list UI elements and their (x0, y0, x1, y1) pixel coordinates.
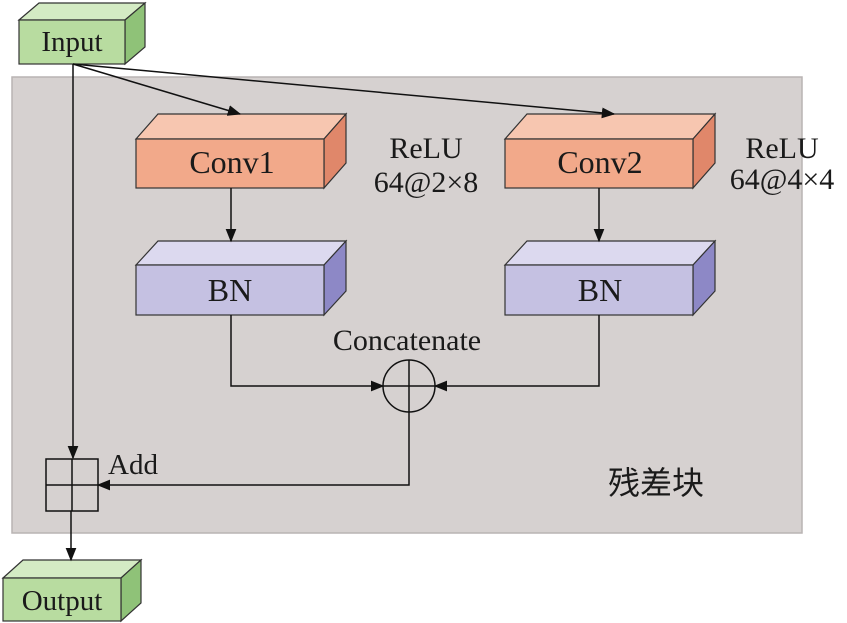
bn2-to-concat-arrow (433, 315, 600, 392)
circle-plus-icon (382, 359, 436, 413)
conv1-spec-label: 64@2×8 (374, 166, 479, 199)
output-top-face (1, 559, 143, 579)
add-label: Add (108, 449, 158, 481)
bn1-node: BN (134, 239, 348, 317)
residual-block-label: 残差块 (608, 465, 704, 501)
conv1-label: Conv1 (189, 144, 274, 180)
conv1-front-face (135, 138, 325, 189)
conv1-node: Conv1 (134, 112, 348, 190)
bn1-label: BN (208, 272, 252, 308)
output-node: Output (1, 558, 143, 623)
connections (65, 63, 616, 562)
output-front-face (2, 577, 122, 622)
bn1-front-face (135, 264, 325, 316)
conv2-node: Conv2 (503, 112, 717, 190)
concat-to-add-arrow (96, 412, 410, 491)
bn1-top-face (134, 240, 348, 266)
conv2-activation-label: ReLU (745, 132, 819, 165)
input-to-conv2-arrow (72, 63, 616, 119)
conv2-spec-label: 64@4×4 (730, 163, 835, 196)
input-label: Input (41, 26, 102, 58)
bn2-top-face (503, 240, 717, 266)
bn2-node: BN (503, 239, 717, 317)
input-to-conv1-arrow (72, 63, 242, 116)
conv1-activation-label: ReLU (389, 132, 463, 165)
conv2-front-face (504, 138, 694, 189)
conv2-label: Conv2 (557, 144, 642, 180)
input-node: Input (17, 1, 147, 66)
input-front-face (18, 19, 126, 65)
conv2-top-face (503, 113, 717, 140)
concatenate-label: Concatenate (333, 324, 481, 357)
conv1-top-face (134, 113, 348, 140)
bn1-to-concat-arrow (230, 315, 385, 392)
input-top-face (17, 2, 147, 21)
square-plus-icon (45, 458, 99, 512)
bn2-label: BN (578, 272, 622, 308)
output-label: Output (22, 585, 103, 617)
